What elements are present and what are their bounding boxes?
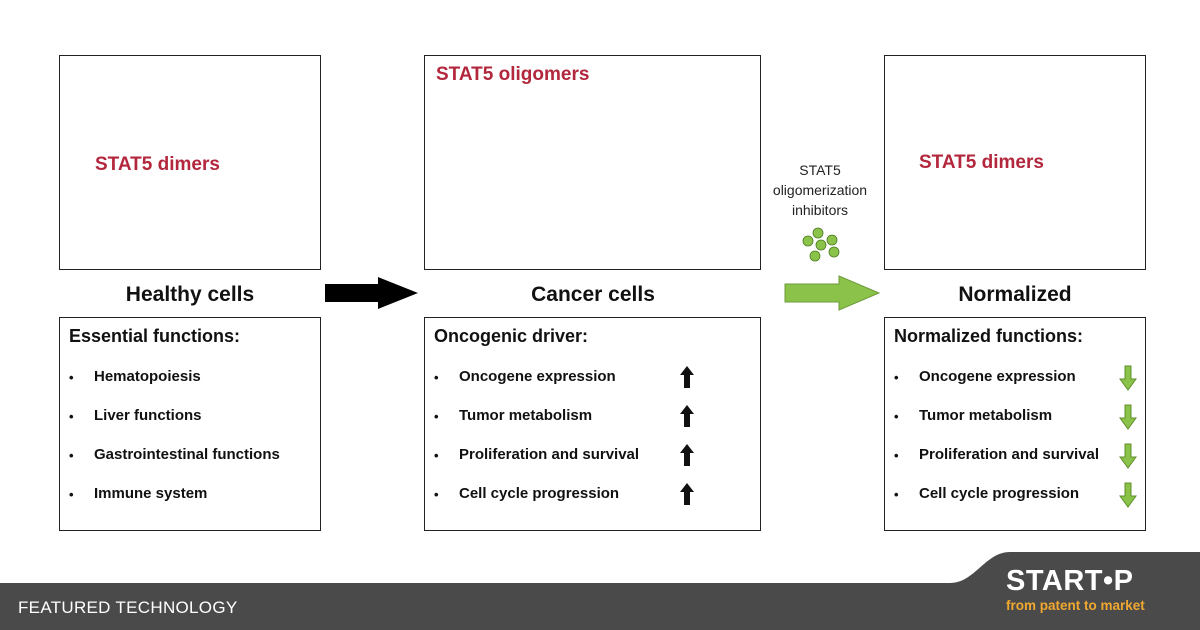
inhibitor-molecule-dot [802,235,814,247]
arrow-down-icon [1119,365,1137,395]
essential-functions-list: • Hematopoiesis • Liver functions • Gastroi… [60,368,320,524]
normalized-functions-heading: Normalized functions: [894,326,1084,346]
arrow-up-icon [679,404,695,432]
list-item: • Tumor metabolism [425,404,760,446]
item-text: Proliferation and survival [459,446,640,463]
bullet: • [434,370,439,385]
inhibitor-molecule-dot [812,227,824,239]
list-item: • Oncogene expression [885,365,1145,407]
list-item: • Cell cycle progression [885,482,1145,524]
essential-functions-heading: Essential functions: [69,326,241,346]
bullet: • [894,409,899,424]
list-item: • Oncogene expression [425,365,760,407]
inhibitor-molecule-dot [826,234,838,246]
bullet: • [69,409,74,424]
healthy-cells-image-box [59,55,321,270]
healthy-cells-title: Healthy cells [125,283,255,306]
bullet: • [69,487,74,502]
inhibitor-molecule-dot [815,239,827,251]
item-text: Oncogene expression [459,368,616,385]
normalized-title: Normalized [958,283,1072,306]
item-text: Immune system [94,485,208,502]
cancer-oligomers-label: STAT5 oligomers [436,64,590,85]
process-arrow-black [325,277,418,309]
list-item: • Proliferation and survival [425,443,760,485]
bullet: • [434,409,439,424]
bullet: • [434,448,439,463]
arrow-down-icon [1119,482,1137,512]
normalized-functions-box: Normalized functions: • Oncogene expressi… [884,317,1146,531]
startup-tagline: from patent to market [1006,598,1145,613]
inhibitor-molecule-dot [828,246,840,258]
healthy-dimers-label: STAT5 dimers [95,154,220,175]
item-text: Cell cycle progression [459,485,620,502]
item-text: Gastrointestinal functions [94,446,280,463]
bullet: • [434,487,439,502]
bullet: • [69,370,74,385]
oncogenic-driver-list: • Oncogene expression • Tumor metabolism •… [425,365,760,524]
footer-bar [0,552,1200,630]
featured-technology-label: FEATURED TECHNOLOGY [18,598,238,617]
list-item: • Proliferation and survival [885,443,1145,485]
arrow-up-icon [679,365,695,393]
item-text: Cell cycle progression [919,485,1080,502]
oncogenic-driver-heading: Oncogenic driver: [434,326,589,346]
arrow-up-icon [679,443,695,471]
arrow-down-icon [1119,443,1137,473]
item-text: Liver functions [94,407,202,424]
inhibitor-molecule-dot [809,250,821,262]
item-text: Hematopoiesis [94,368,201,385]
item-text: Tumor metabolism [919,407,1053,424]
essential-functions-box: Essential functions: • Hematopoiesis • Liv… [59,317,321,531]
bullet: • [894,370,899,385]
bullet: • [894,487,899,502]
list-item: • Liver functions [60,407,320,446]
cancer-cells-title: Cancer cells [531,283,655,306]
bullet: • [894,448,899,463]
item-text: Proliferation and survival [919,446,1100,463]
item-text: Oncogene expression [919,368,1076,385]
item-text: Tumor metabolism [459,407,593,424]
oncogenic-driver-box: Oncogenic driver: • Oncogene expression •… [424,317,761,531]
inhibitor-label: STAT5 oligomerization inhibitors [772,162,868,218]
normalized-image-box [884,55,1146,270]
process-arrow-green [784,275,881,311]
normalized-dimers-label: STAT5 dimers [919,152,1044,173]
list-item: • Hematopoiesis [60,368,320,407]
list-item: • Gastrointestinal functions [60,446,320,485]
list-item: • Cell cycle progression [425,482,760,524]
normalized-functions-list: • Oncogene expression • Tumor metabolism •… [885,365,1145,524]
list-item: • Tumor metabolism [885,404,1145,446]
arrow-up-icon [679,482,695,510]
bullet: • [69,448,74,463]
list-item: • Immune system [60,485,320,524]
cancer-cells-image-box [424,55,761,270]
arrow-down-icon [1119,404,1137,434]
startup-logo: START•P [1006,565,1134,597]
